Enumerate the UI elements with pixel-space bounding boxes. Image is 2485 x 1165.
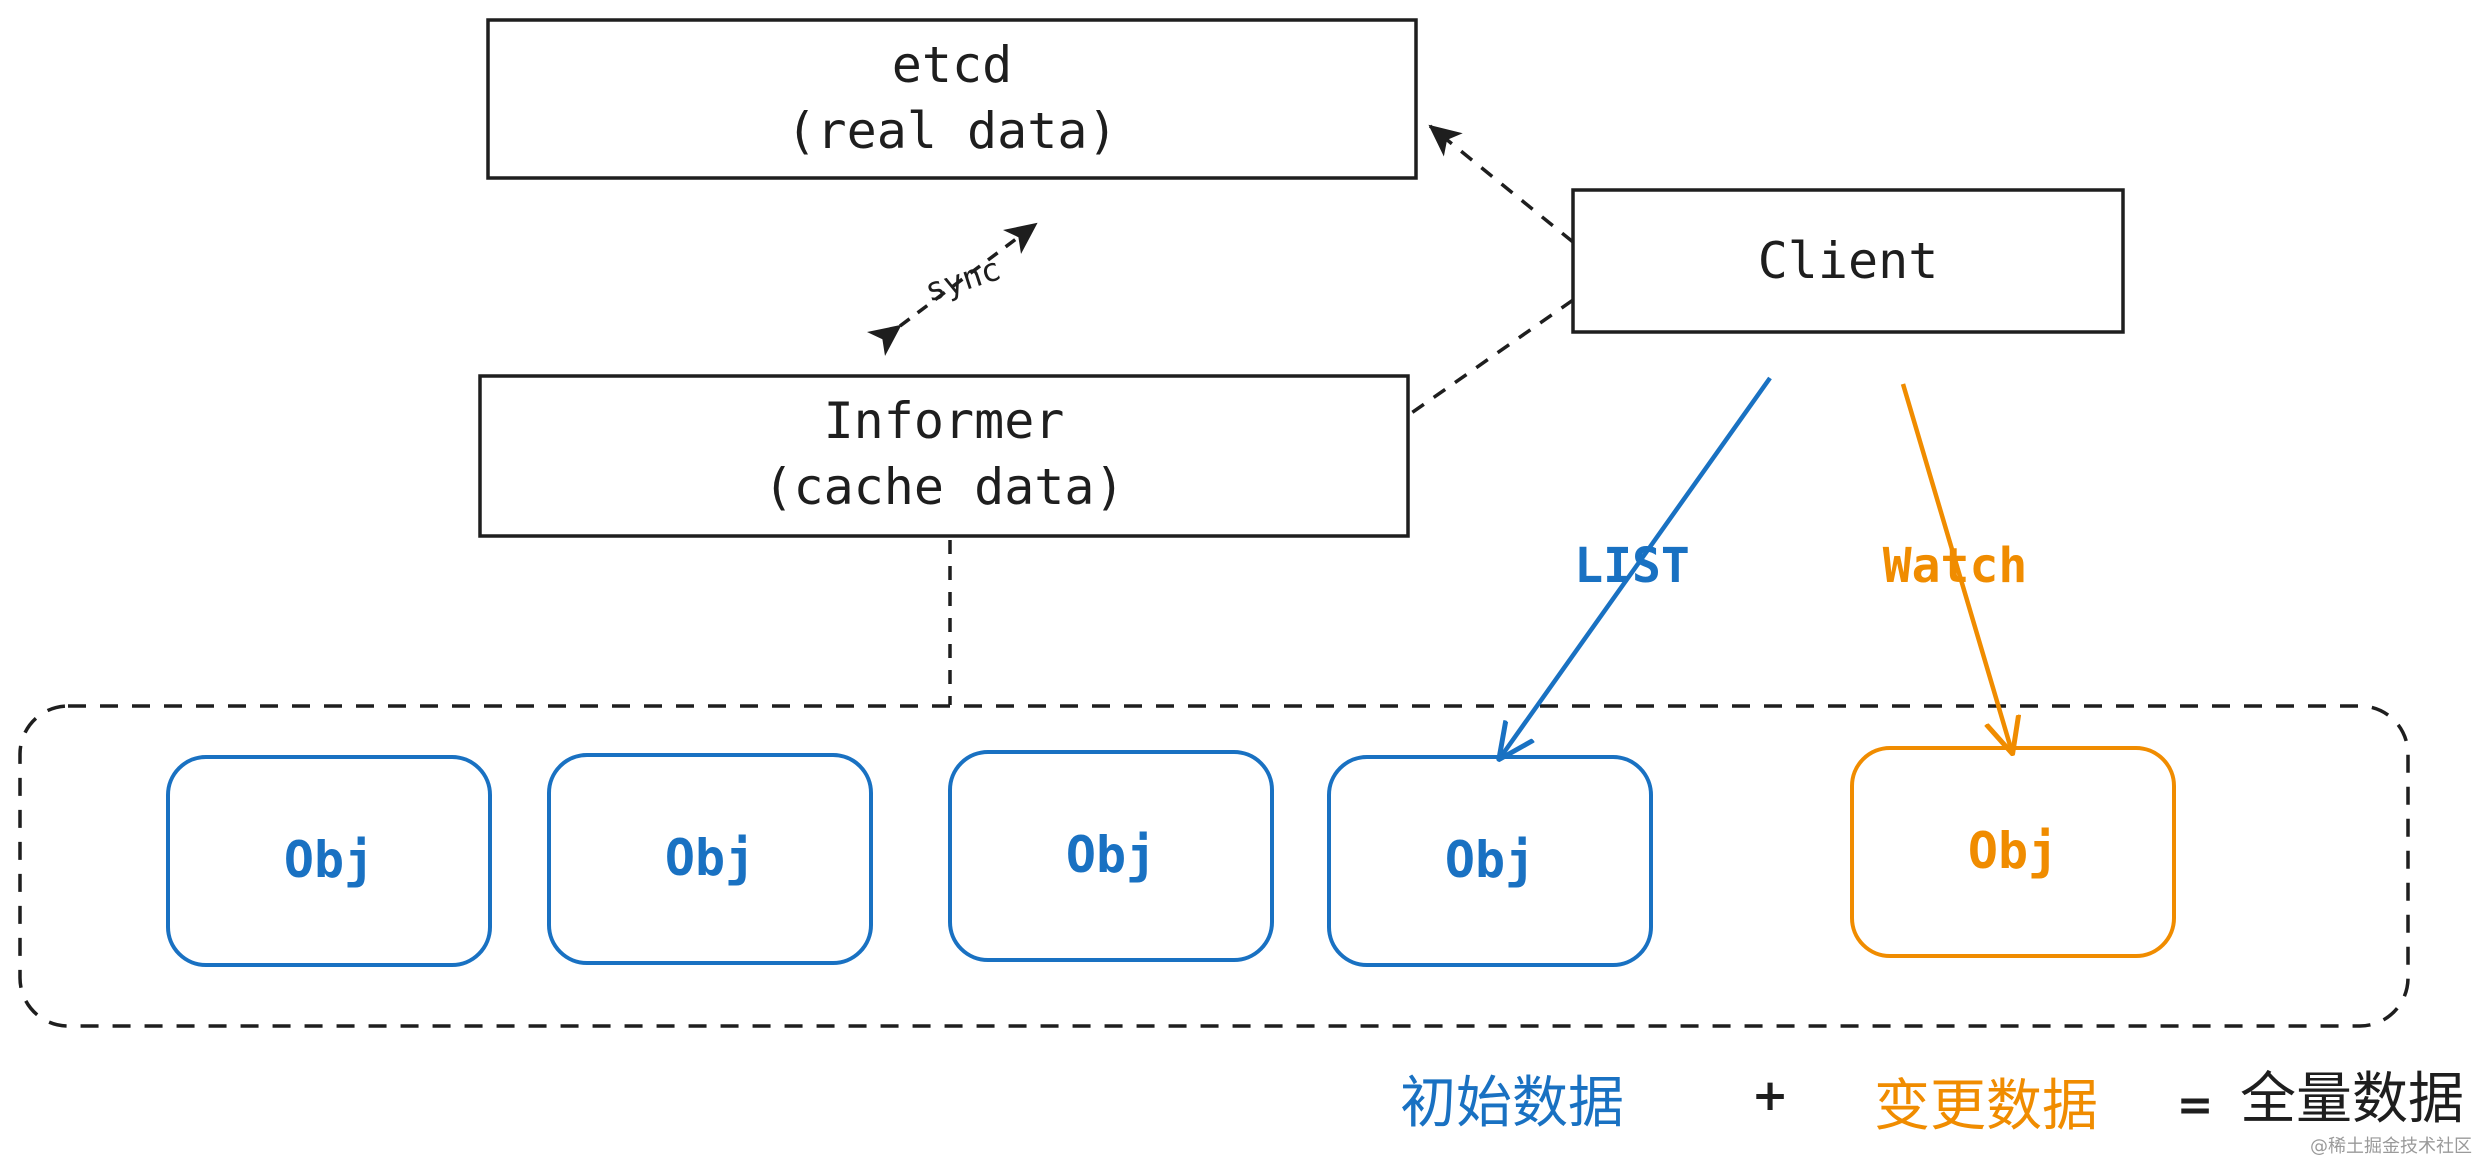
initial-object: Obj [166, 755, 492, 967]
client-node: Client [1571, 188, 2125, 334]
client-label: Client [1758, 232, 1939, 290]
object-box [166, 755, 492, 967]
legend-total-data: 全量数据 [2240, 1067, 2464, 1132]
etcd-subtitle: (real data) [786, 102, 1117, 160]
etcd-node: etcd (real data) [486, 18, 1418, 180]
object-box [1327, 755, 1653, 967]
object-label: Obj [1066, 826, 1156, 884]
sync-label: sync [920, 250, 1005, 310]
legend-initial-data: 初始数据 [1400, 1071, 1624, 1136]
list-edge: LIST [1500, 376, 1772, 758]
cache-container [18, 704, 2410, 1028]
object-label: Obj [1968, 822, 2058, 880]
list-label: LIST [1574, 538, 1690, 594]
object-box [948, 750, 1274, 962]
watermark: @稀土掘金技术社区 [2310, 1136, 2472, 1157]
informer-node: Informer (cache data) [478, 374, 1410, 538]
legend-change-data: 变更数据 [1874, 1074, 2098, 1139]
object-label: Obj [665, 829, 755, 887]
object-box [547, 753, 873, 965]
client-etcd-edge [1428, 124, 1575, 244]
initial-object: Obj [948, 750, 1274, 962]
informer-title: Informer [824, 392, 1065, 450]
object-row: Obj Obj Obj Obj Obj [166, 746, 2176, 967]
client-informer-edge [1408, 298, 1575, 416]
sync-edge: sync [867, 222, 1038, 356]
legend-equals: = [2177, 1080, 2214, 1131]
informer-subtitle: (cache data) [763, 458, 1124, 516]
object-label: Obj [284, 831, 374, 889]
initial-object: Obj [547, 753, 873, 965]
etcd-title: etcd [892, 36, 1012, 94]
change-object: Obj [1850, 746, 2176, 958]
watch-label: Watch [1883, 538, 2028, 594]
initial-object: Obj [1327, 755, 1653, 967]
legend-equation: 初始数据 + 变更数据 = 全量数据 [1400, 1067, 2464, 1139]
legend-plus: + [1752, 1070, 1789, 1121]
watch-edge: Watch [1883, 383, 2028, 752]
object-label: Obj [1445, 831, 1535, 889]
